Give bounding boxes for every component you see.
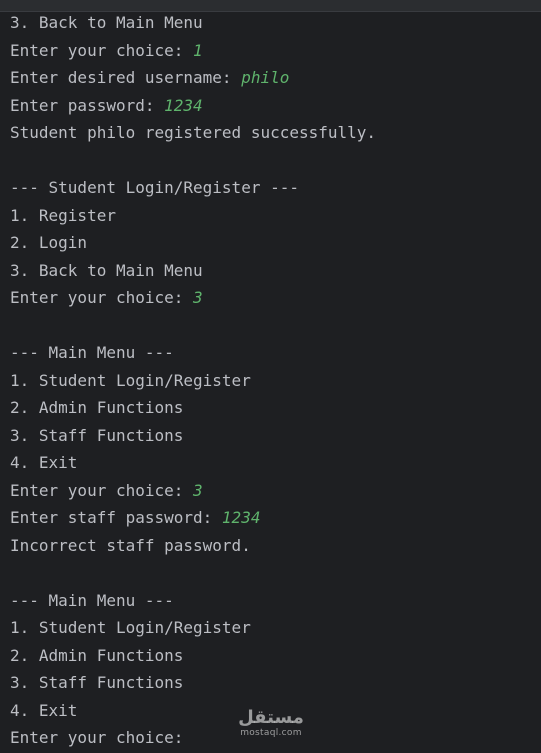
output-text: 1. Student Login/Register xyxy=(10,618,251,637)
console-line: 1. Student Login/Register xyxy=(10,367,376,395)
output-text: 4. Exit xyxy=(10,700,78,720)
output-text: 2. Login xyxy=(10,233,88,252)
blank-line xyxy=(10,312,376,340)
console-line: Student philo registered successfully. xyxy=(10,119,376,147)
console-line: 1. Register xyxy=(10,202,376,230)
output-text: Enter staff password: xyxy=(10,508,222,527)
user-input: philo xyxy=(241,68,290,87)
console-line: 3. Back to Main Menu xyxy=(10,9,376,37)
console-line: Enter staff password: 1234 xyxy=(10,504,376,532)
output-text: 3. Staff Functions xyxy=(10,425,184,445)
panel-top-edge xyxy=(0,0,541,12)
console-line: Enter your choice: 1 xyxy=(10,37,376,65)
svg-text:مستقل: مستقل xyxy=(238,707,304,728)
output-text: Enter password: xyxy=(10,95,165,115)
output-text: Student philo registered successfully. xyxy=(10,123,377,142)
console-line: Enter your choice: 3 xyxy=(10,477,376,505)
console-line: 3. Back to Main Menu xyxy=(10,257,376,285)
console-line: 3. Staff Functions xyxy=(10,669,376,697)
user-input: 1 xyxy=(193,40,203,60)
output-text: 1. Student Login/Register xyxy=(10,370,251,390)
console-line: 3. Staff Functions xyxy=(10,422,376,450)
output-text: Enter your choice: xyxy=(10,480,194,500)
user-input: 1234 xyxy=(164,95,203,115)
console-line: --- Main Menu --- xyxy=(10,339,376,367)
output-text: 3. Back to Main Menu xyxy=(10,260,203,280)
console-line: 2. Login xyxy=(10,229,376,257)
console-line: Enter password: 1234 xyxy=(10,92,376,120)
console-line: Enter desired username: philo xyxy=(10,64,376,92)
watermark: مستقل mostaql.com xyxy=(236,704,306,740)
output-text: 3. Back to Main Menu xyxy=(10,13,203,32)
output-text: 1. Register xyxy=(10,205,116,225)
console-line: 4. Exit xyxy=(10,449,376,477)
console-line: --- Student Login/Register --- xyxy=(10,174,376,202)
output-text: Enter your choice: xyxy=(10,728,194,747)
blank-line xyxy=(10,147,376,175)
user-input: 3 xyxy=(193,480,203,500)
user-input: 3 xyxy=(193,288,203,307)
output-text: --- Student Login/Register --- xyxy=(10,178,299,197)
blank-line xyxy=(10,559,376,587)
console-line: 1. Student Login/Register xyxy=(10,614,376,642)
output-text: Enter desired username: xyxy=(10,68,242,87)
console-line: Enter your choice: 3 xyxy=(10,284,376,312)
output-text: 2. Admin Functions xyxy=(10,645,184,665)
output-text: Incorrect staff password. xyxy=(10,535,251,555)
console-line: --- Main Menu --- xyxy=(10,587,376,615)
output-text: Enter your choice: xyxy=(10,288,194,307)
output-text: --- Main Menu --- xyxy=(10,590,174,610)
console-line: Enter your choice: xyxy=(10,724,376,752)
console-line: 2. Admin Functions xyxy=(10,642,376,670)
mostaql-logo: مستقل xyxy=(238,707,304,728)
output-text: 2. Admin Functions xyxy=(10,398,184,417)
console-line: 4. Exit xyxy=(10,697,376,725)
output-text: 3. Staff Functions xyxy=(10,673,184,692)
output-text: --- Main Menu --- xyxy=(10,343,174,362)
output-text: 4. Exit xyxy=(10,453,78,472)
user-input: 1234 xyxy=(221,508,261,527)
output-text: Enter your choice: xyxy=(10,40,194,60)
console-line: Incorrect staff password. xyxy=(10,532,376,560)
console-line: 2. Admin Functions xyxy=(10,394,376,422)
watermark-site: mostaql.com xyxy=(240,728,302,738)
